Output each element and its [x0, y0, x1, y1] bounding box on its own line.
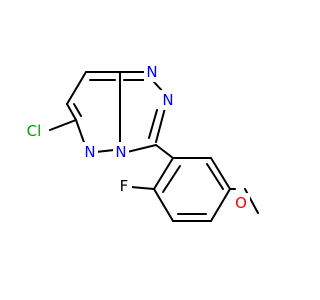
chlorine-label: Cl: [27, 122, 42, 140]
nitrogen-pyridazine-label: N: [84, 143, 95, 161]
bond-ph-f: [130, 186, 155, 190]
molecule-structure-canvas: Cl N N N N F O: [0, 0, 300, 300]
nitrogen-bridge-label: N: [115, 143, 126, 161]
bond-ph-c4-c5: [210, 188, 231, 222]
bond-c3-phenyl: [155, 144, 174, 159]
n-triazole-right-label-background: [160, 90, 176, 110]
bond-c7-c6-double: [73, 103, 82, 117]
nitrogen-triazole-right-label: N: [162, 91, 173, 109]
bond-c8-c7: [66, 71, 87, 105]
bond-c6-cl: [49, 119, 77, 131]
bond-n5-n4: [95, 149, 115, 153]
fluorine-label: F: [120, 177, 129, 195]
f-label-background: [116, 176, 132, 196]
n-triazole-top-label-background: [144, 62, 160, 82]
atom-labels: Cl N N N N F O: [20, 62, 250, 213]
bond-ph-inner-3: [206, 163, 224, 190]
n-pyridazine-label-background: [82, 142, 98, 162]
bond-c3-n4: [126, 144, 157, 153]
bonds: [49, 71, 259, 222]
bond-n2-c3: [155, 107, 166, 143]
bond-ph-c2-c3: [153, 188, 174, 222]
nitrogen-triazole-top-label: N: [146, 63, 157, 81]
bond-c7-c6: [66, 103, 77, 121]
bond-ph-c1-c2: [153, 157, 174, 190]
background: [0, 0, 300, 300]
cl-label-background: [20, 121, 48, 141]
oxygen-label: O: [235, 194, 247, 212]
bond-n2-c3-double: [148, 109, 158, 139]
o-label-background: [232, 193, 250, 213]
bond-ph-inner-1: [162, 165, 181, 193]
bond-ph-c5-c6: [210, 157, 231, 190]
n-bridge-label-background: [113, 142, 129, 162]
